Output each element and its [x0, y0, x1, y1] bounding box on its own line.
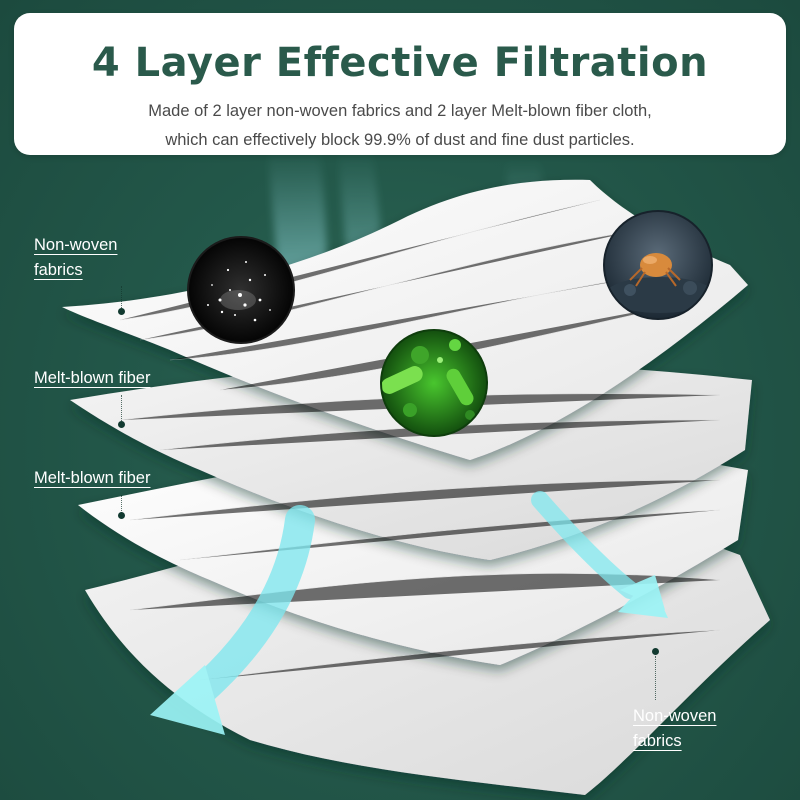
dust-particles-icon	[187, 236, 295, 344]
layer-4-marker	[652, 648, 659, 655]
layer-1-leader	[121, 286, 122, 310]
layer-4-label-line-1: Non-woven	[633, 707, 717, 725]
airflow-arrow-icon	[150, 491, 668, 735]
page-subtitle: Made of 2 layer non-woven fabrics and 2 …	[14, 97, 786, 155]
layer-2-label: Melt-blown fiber	[34, 369, 151, 387]
layer-4-label-line-2: fabrics	[633, 732, 682, 750]
layer-4-leader	[655, 656, 656, 700]
layer-3-label: Melt-blown fiber	[34, 469, 151, 487]
layer-2-marker	[118, 421, 125, 428]
layer-2-leader	[121, 395, 122, 421]
subtitle-line-2: which can effectively block 99.9% of dus…	[165, 131, 635, 149]
layer-3-leader	[121, 495, 122, 513]
bacteria-virus-icon	[380, 329, 488, 437]
layer-1-label-line-2: fabrics	[34, 261, 83, 279]
layer-4-label: Non-woven fabrics	[633, 704, 716, 754]
subtitle-line-1: Made of 2 layer non-woven fabrics and 2 …	[148, 102, 652, 120]
layer-3-marker	[118, 512, 125, 519]
page-title: 4 Layer Effective Filtration	[91, 40, 709, 86]
layer-1-label: Non-woven fabrics	[34, 233, 117, 283]
dust-mite-icon	[603, 210, 713, 320]
layer-1-label-line-1: Non-woven	[34, 236, 118, 254]
layer-1-marker	[118, 308, 125, 315]
header-card: 4 Layer Effective Filtration Made of 2 l…	[14, 13, 786, 155]
